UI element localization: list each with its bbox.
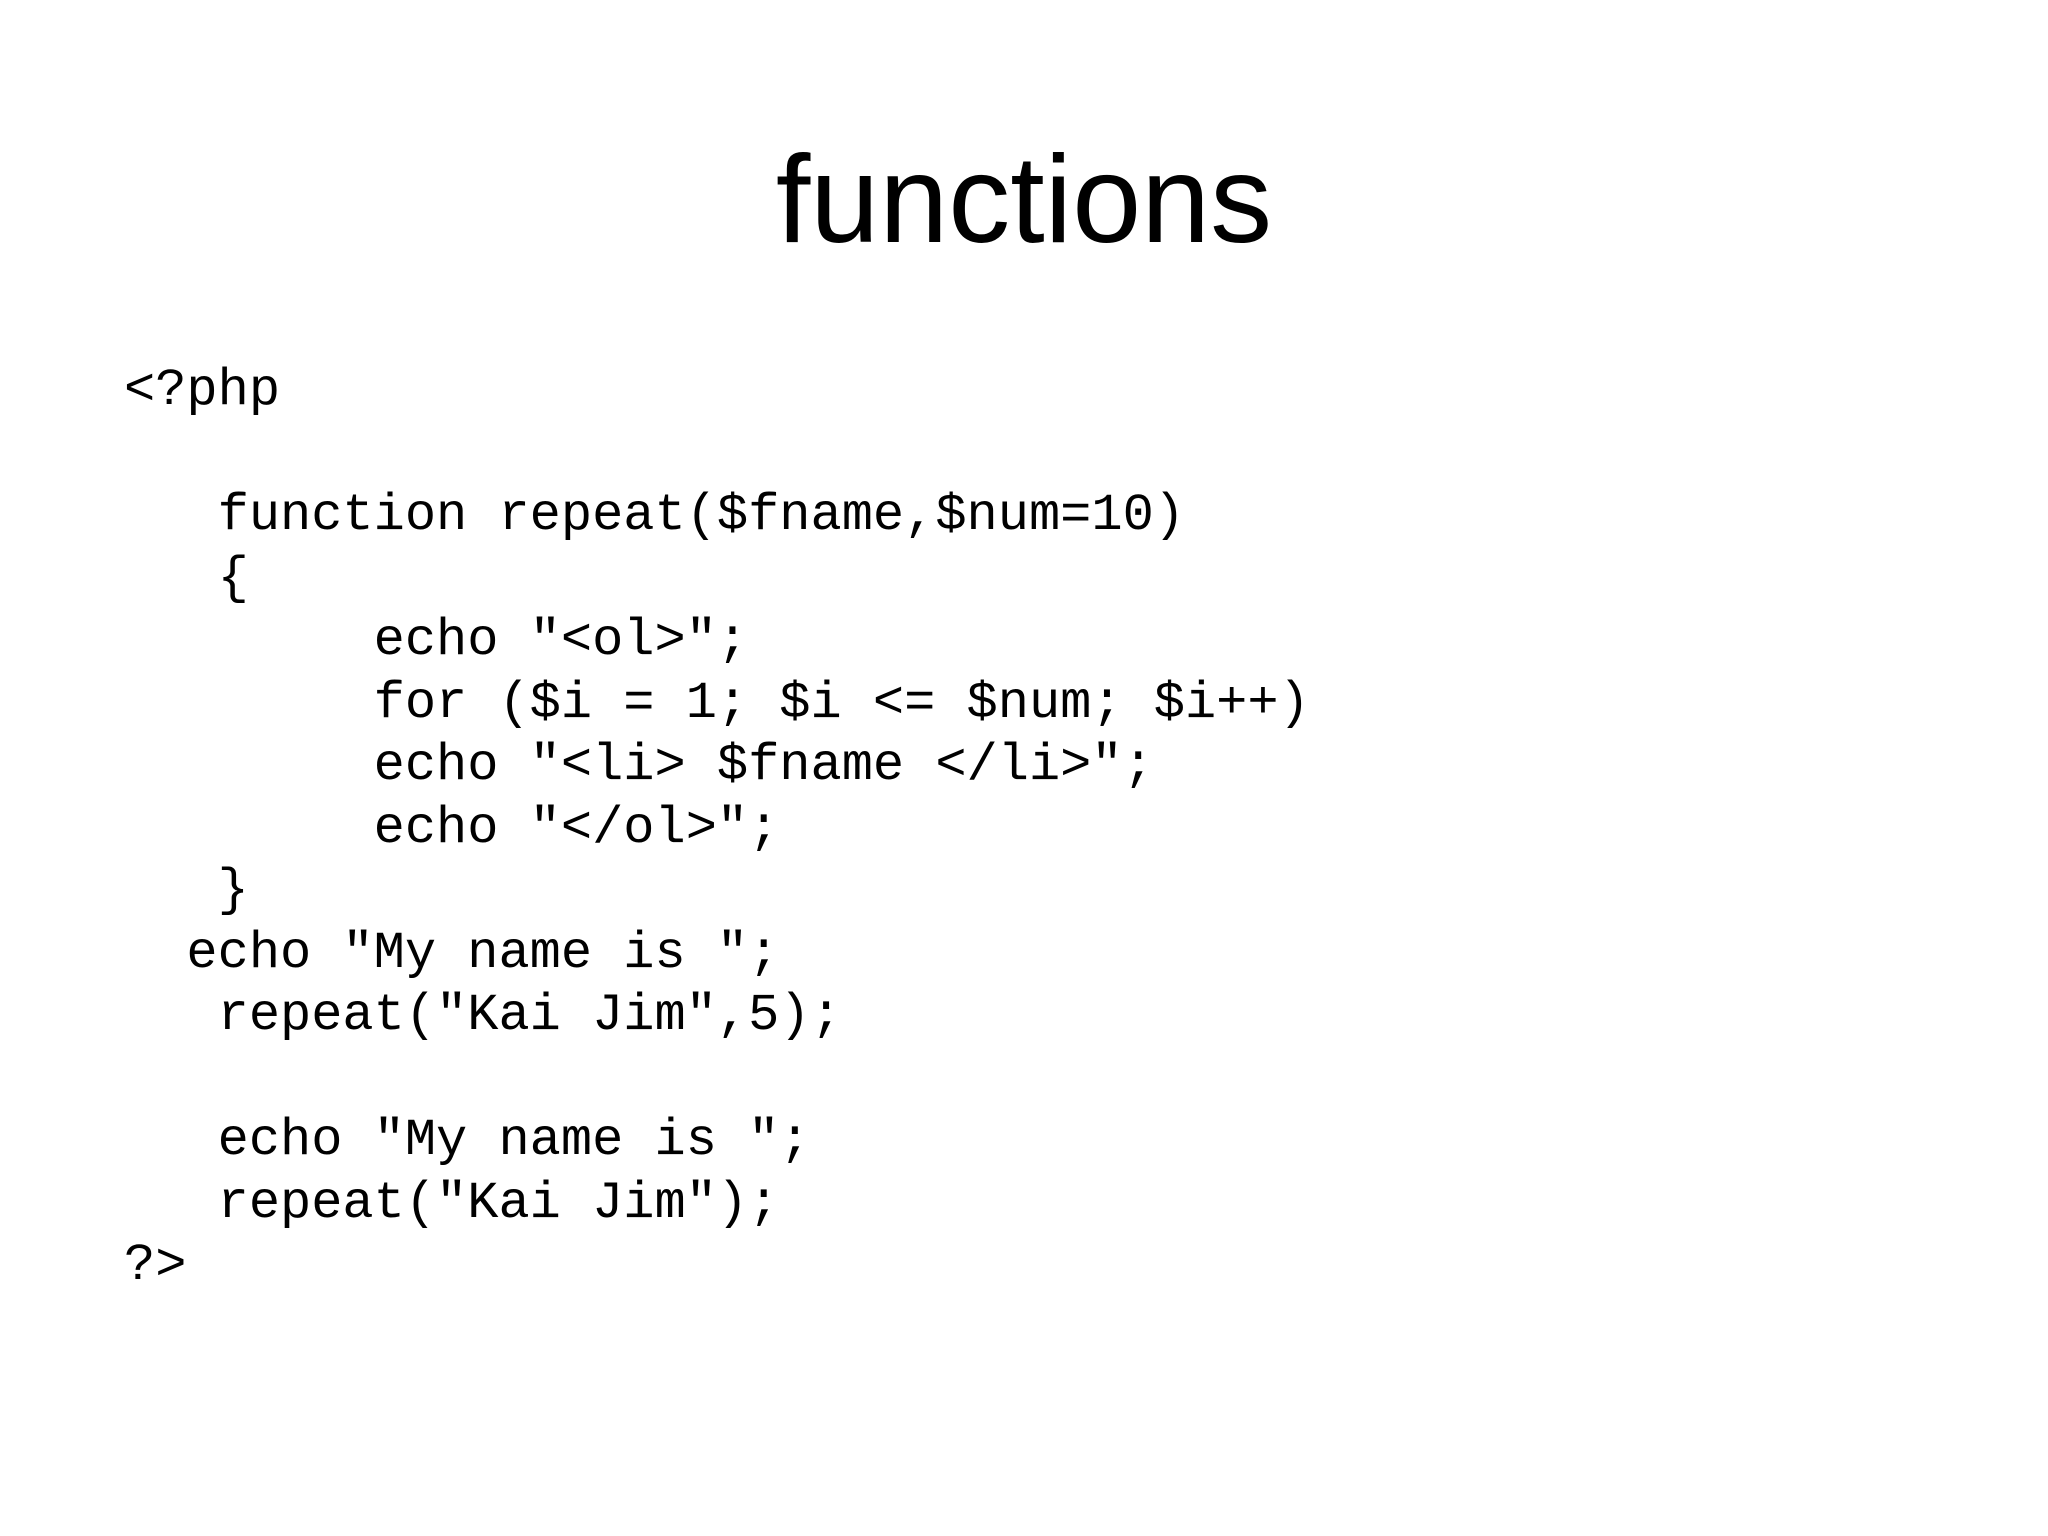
code-line: ?> bbox=[124, 1236, 187, 1295]
code-line: echo "My name is "; bbox=[124, 1111, 811, 1170]
code-line: <?php bbox=[124, 361, 281, 420]
code-line: echo "</ol>"; bbox=[124, 798, 780, 858]
code-line bbox=[124, 423, 1310, 486]
code-line: echo "<li> $fname </li>"; bbox=[124, 736, 1154, 795]
code-line bbox=[124, 1048, 1310, 1111]
code-line: echo "<ol>"; bbox=[124, 611, 749, 670]
code-block: <?php function repeat($fname,$num=10) { … bbox=[124, 360, 1310, 1298]
slide-title: functions bbox=[775, 131, 1273, 269]
code-line: for ($i = 1; $i <= $num; $i++) bbox=[124, 673, 1310, 733]
code-line: echo "My name is "; bbox=[124, 923, 780, 983]
code-line: repeat("Kai Jim"); bbox=[124, 1173, 780, 1233]
code-line: function repeat($fname,$num=10) bbox=[124, 486, 1185, 545]
code-line: repeat("Kai Jim",5); bbox=[124, 986, 842, 1045]
code-line: } bbox=[124, 861, 249, 920]
code-line: { bbox=[124, 548, 249, 608]
